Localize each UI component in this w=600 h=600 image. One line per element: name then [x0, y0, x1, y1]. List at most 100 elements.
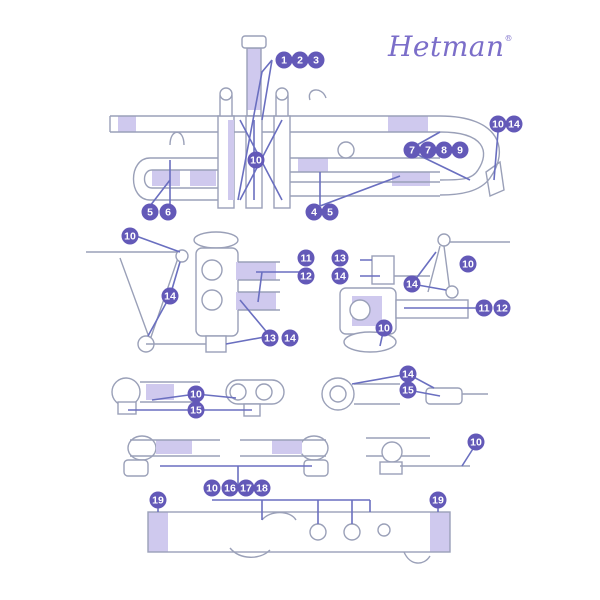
badge-number: 17 — [240, 483, 252, 495]
valve-detail-right — [339, 233, 510, 353]
badge-number: 10 — [250, 155, 262, 167]
badge-circle — [221, 479, 239, 497]
badge-number: 10 — [462, 259, 474, 271]
badge-number: 16 — [224, 483, 236, 495]
badge-circle — [399, 365, 417, 383]
main-pipe-highlight — [388, 116, 428, 132]
badge-circle — [297, 267, 315, 285]
badge-number: 14 — [508, 119, 520, 131]
badge-circle — [203, 479, 221, 497]
part-number-badge: 12 — [493, 299, 511, 317]
section-slides — [123, 435, 470, 477]
badge-number: 5 — [327, 207, 333, 219]
badge-number: 10 — [190, 389, 202, 401]
part-number-badge: 12 — [297, 267, 315, 285]
badge-circle — [149, 491, 167, 509]
badge-number: 14 — [334, 271, 346, 283]
badge-number: 12 — [496, 303, 508, 315]
part-number-badge: 16 — [221, 479, 239, 497]
part-number-badge: 6 — [159, 203, 177, 221]
part-number-badge: 14 — [161, 287, 179, 305]
part-number-badge: 15 — [187, 401, 205, 419]
part-number-badge: 7 — [403, 141, 421, 159]
part-number-badge: 14 — [399, 365, 417, 383]
part-number-badge: 10 — [121, 227, 139, 245]
badge-circle — [429, 491, 447, 509]
badge-circle — [459, 255, 477, 273]
part-number-badge: 10 — [247, 151, 265, 169]
badge-number: 11 — [300, 253, 311, 265]
part-number-badge: 4 — [305, 203, 323, 221]
part-number-badge: 17 — [237, 479, 255, 497]
part-number-badge: 10 — [203, 479, 221, 497]
badge-circle — [403, 141, 421, 159]
badge-number: 10 — [378, 323, 390, 335]
badge-number: 18 — [256, 483, 268, 495]
badge-number: 15 — [190, 405, 202, 417]
water-key-loop — [169, 131, 185, 146]
part-number-badge: 10 — [375, 319, 393, 337]
badge-circle — [419, 141, 437, 159]
part-number-badge: 7 — [419, 141, 437, 159]
part-number-badge: 19 — [149, 491, 167, 509]
badge-circle — [307, 51, 325, 69]
badge-number: 10 — [470, 437, 482, 449]
badge-number: 3 — [313, 55, 319, 67]
part-number-badge: 18 — [253, 479, 271, 497]
badge-circle — [467, 433, 485, 451]
badge-circle — [305, 203, 323, 221]
badge-circle — [297, 249, 315, 267]
badge-number: 8 — [441, 145, 447, 157]
badge-number: 2 — [297, 55, 303, 67]
part-number-badge: 10 — [459, 255, 477, 273]
part-number-badge: 14 — [331, 267, 349, 285]
badge-circle — [399, 381, 417, 399]
badge-circle — [505, 115, 523, 133]
part-number-badge: 19 — [429, 491, 447, 509]
badge-circle — [159, 203, 177, 221]
badge-circle — [451, 141, 469, 159]
badge-circle — [291, 51, 309, 69]
part-number-badge: 9 — [451, 141, 469, 159]
badge-number: 12 — [300, 271, 312, 283]
badge-number: 14 — [164, 291, 176, 303]
badge-number: 4 — [311, 207, 317, 219]
part-number-badge: 5 — [321, 203, 339, 221]
badge-circle — [121, 227, 139, 245]
part-number-badge: 14 — [403, 275, 421, 293]
badge-number: 10 — [206, 483, 218, 495]
badge-number: 1 — [281, 55, 287, 67]
badge-number: 7 — [425, 145, 431, 157]
badge-circle — [275, 51, 293, 69]
part-number-badge: 10 — [489, 115, 507, 133]
badge-circle — [403, 275, 421, 293]
badge-circle — [247, 151, 265, 169]
badge-circle — [253, 479, 271, 497]
badge-circle — [375, 319, 393, 337]
badge-number: 11 — [478, 303, 489, 315]
badge-circle — [331, 249, 349, 267]
part-number-badge: 14 — [281, 329, 299, 347]
part-number-badge: 10 — [187, 385, 205, 403]
badge-circle — [475, 299, 493, 317]
part-number-badge: 14 — [505, 115, 523, 133]
badge-number: 13 — [334, 253, 346, 265]
part-number-badge: 3 — [307, 51, 325, 69]
badge-number: 19 — [432, 495, 444, 507]
part-number-badge: 15 — [399, 381, 417, 399]
mouthpipe-highlight — [118, 116, 136, 132]
badge-circle — [161, 287, 179, 305]
badge-number: 14 — [406, 279, 418, 291]
badge-circle — [489, 115, 507, 133]
badge-number: 7 — [409, 145, 415, 157]
badge-circle — [331, 267, 349, 285]
badge-circle — [281, 329, 299, 347]
badge-circle — [187, 401, 205, 419]
part-number-badge: 13 — [331, 249, 349, 267]
part-number-badge: 2 — [291, 51, 309, 69]
badge-number: 19 — [152, 495, 164, 507]
badge-circle — [187, 385, 205, 403]
